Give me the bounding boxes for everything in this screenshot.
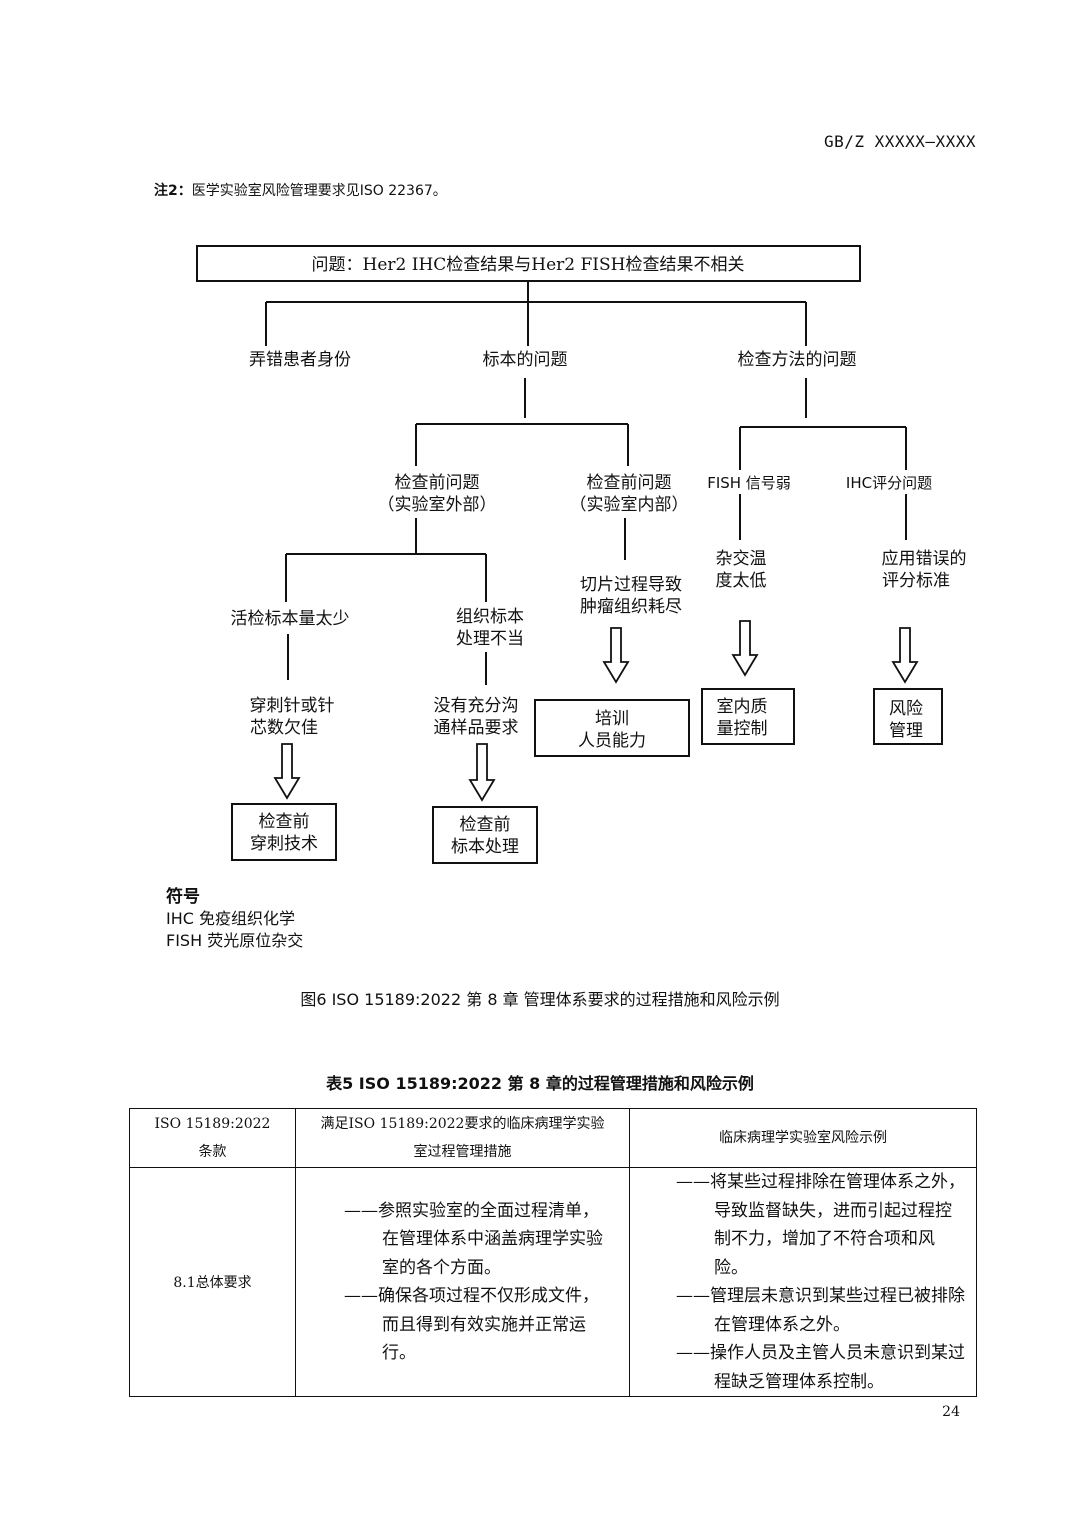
legend-title: 符号 (166, 887, 200, 907)
table-5: ISO 15189:2022 条款 满足ISO 15189:2022要求的临床病… (129, 1108, 977, 1397)
measure-training-line2: 人员能力 (578, 731, 646, 751)
section-line1: 切片过程导致 (580, 575, 682, 595)
risk-flow-diagram: 问题：Her2 IHC检查结果与Her2 FISH检查结果不相关 弄错患者身份 … (196, 245, 967, 864)
note-label: 注2： (154, 183, 192, 199)
measure-risk-line1: 风险 (889, 699, 923, 719)
legend-item: IHC 免疫组织化学 (166, 909, 296, 928)
header-measures-line2: 室过程管理措施 (413, 1144, 512, 1160)
arrow-down-icon (273, 743, 301, 800)
hyb-line1: 杂交温 (716, 549, 767, 569)
risk-item: ——管理层未意识到某些过程已被排除在管理体系之外。 (676, 1286, 965, 1335)
legend-item: FISH 荧光原位杂交 (166, 931, 304, 950)
measures-cell: ——参照实验室的全面过程清单，在管理体系中涵盖病理学实验室的各个方面。 ——确保… (295, 1167, 630, 1397)
risk-item: ——将某些过程排除在管理体系之外，导致监督缺失，进而引起过程控制不力，增加了不符… (676, 1172, 965, 1278)
ihc-score: IHC评分问题 (846, 474, 932, 492)
tissue-line1: 组织标本 (456, 607, 524, 627)
needle-line2: 芯数欠佳 (250, 718, 318, 738)
table-header-row: ISO 15189:2022 条款 满足ISO 15189:2022要求的临床病… (129, 1108, 977, 1168)
arrow-down-icon (731, 620, 759, 677)
table-caption: 表5 ISO 15189:2022 第 8 章的过程管理措施和风险示例 (326, 1074, 754, 1093)
problem-text: 问题：Her2 IHC检查结果与Her2 FISH检查结果不相关 (312, 255, 745, 275)
cause-method: 检查方法的问题 (738, 350, 857, 370)
header-risks-text: 临床病理学实验室风险示例 (719, 1130, 887, 1146)
biopsy-small: 活检标本量太少 (231, 609, 350, 629)
clause-cell: 8.1总体要求 (129, 1167, 296, 1397)
header-risks: 临床病理学实验室风险示例 (629, 1108, 977, 1168)
measure-iqc-line1: 室内质 (717, 697, 768, 717)
wrong-line1: 应用错误的 (882, 549, 967, 569)
measure-handling-line2: 标本处理 (451, 837, 519, 857)
comm-line1: 没有充分沟 (434, 696, 519, 716)
tissue-line2: 处理不当 (456, 629, 524, 649)
standard-number: GB/Z XXXXX—XXXX (824, 132, 976, 151)
arrow-down-icon (468, 743, 496, 802)
measure-puncture-line1: 检查前 (259, 812, 310, 832)
note: 注2：医学实验室风险管理要求见ISO 22367。 (154, 180, 447, 200)
pre-external-line2: （实验室外部） (378, 495, 497, 515)
comm-line2: 通样品要求 (434, 718, 519, 738)
risk-item: ——操作人员及主管人员未意识到某过程缺乏管理体系控制。 (676, 1343, 965, 1392)
wrong-line2: 评分标准 (882, 571, 950, 591)
fish-weak: FISH 信号弱 (707, 474, 791, 492)
measure-item: ——确保各项过程不仅形成文件，而且得到有效实施并正常运行。 (344, 1286, 599, 1363)
pre-external-line1: 检查前问题 (395, 473, 480, 493)
arrow-down-icon (891, 627, 919, 684)
header-clause-line1: ISO 15189:2022 (154, 1116, 271, 1132)
table-row: 8.1总体要求 ——参照实验室的全面过程清单，在管理体系中涵盖病理学实验室的各个… (129, 1167, 977, 1397)
hyb-line2: 度太低 (716, 571, 767, 591)
cause-patient: 弄错患者身份 (249, 350, 351, 370)
header-clause: ISO 15189:2022 条款 (129, 1108, 296, 1168)
note-text: 医学实验室风险管理要求见ISO 22367。 (191, 183, 447, 199)
measure-handling-line1: 检查前 (460, 815, 511, 835)
risks-cell: ——将某些过程排除在管理体系之外，导致监督缺失，进而引起过程控制不力，增加了不符… (629, 1167, 977, 1397)
pre-internal-line2: （实验室内部） (570, 495, 689, 515)
header-clause-line2: 条款 (198, 1144, 227, 1160)
section-line2: 肿瘤组织耗尽 (580, 597, 682, 617)
measure-training-line1: 培训 (595, 709, 629, 729)
needle-line1: 穿刺针或针 (250, 696, 335, 716)
measure-puncture-line2: 穿刺技术 (250, 834, 318, 854)
pre-internal-line1: 检查前问题 (587, 473, 672, 493)
header-measures-line1: 满足ISO 15189:2022要求的临床病理学实验 (320, 1116, 605, 1132)
measure-risk-line2: 管理 (889, 721, 923, 741)
cause-specimen: 标本的问题 (483, 350, 568, 370)
measure-item: ——参照实验室的全面过程清单，在管理体系中涵盖病理学实验室的各个方面。 (344, 1200, 603, 1278)
measure-iqc-line2: 量控制 (717, 719, 768, 739)
legend: 符号 IHC 免疫组织化学 FISH 荧光原位杂交 (166, 886, 303, 952)
header-measures: 满足ISO 15189:2022要求的临床病理学实验 室过程管理措施 (295, 1108, 630, 1168)
figure-caption: 图6 ISO 15189:2022 第 8 章 管理体系要求的过程措施和风险示例 (300, 990, 780, 1009)
page-number: 24 (942, 1404, 960, 1420)
arrow-down-icon (602, 627, 630, 684)
